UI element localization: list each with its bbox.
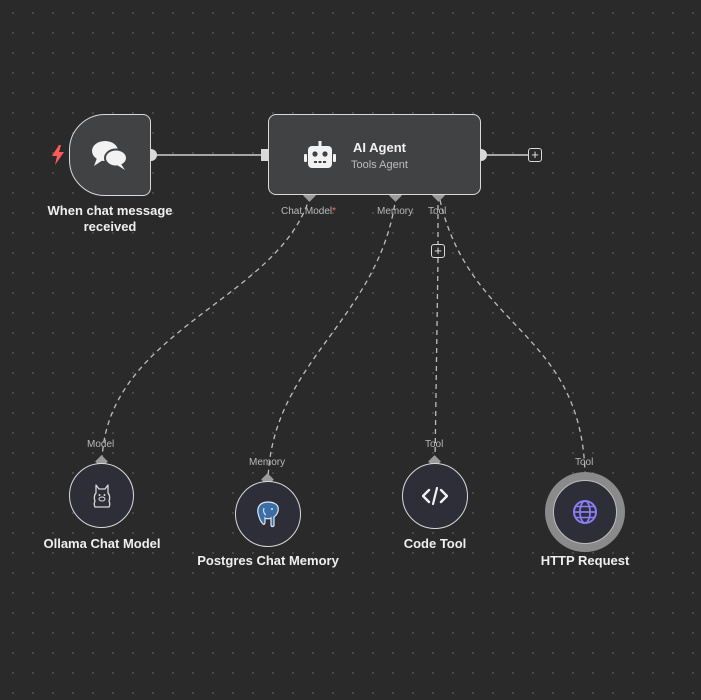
ollama-node-label: Ollama Chat Model <box>43 536 161 551</box>
chat-trigger-node[interactable] <box>69 114 151 196</box>
ai-agent-node[interactable]: AI Agent Tools Agent <box>268 114 481 195</box>
http-request-node[interactable] <box>553 480 617 544</box>
trigger-node-label: When chat message received <box>47 203 173 234</box>
memory-port-label: Memory <box>377 206 414 217</box>
code-port-label: Tool <box>425 439 444 450</box>
model-connection <box>101 195 311 463</box>
http-tool-connection <box>439 199 586 473</box>
code-tool-connection <box>434 257 439 463</box>
agent-subtitle: Tools Agent <box>351 159 408 171</box>
postgres-chat-memory-node[interactable] <box>235 481 301 547</box>
postgres-elephant-icon <box>257 501 279 528</box>
robot-icon <box>304 141 336 168</box>
code-tool-node[interactable] <box>402 463 468 529</box>
ollama-port-label: Model <box>87 439 115 450</box>
code-brackets-icon <box>422 487 448 505</box>
http-port-label: Tool <box>575 457 594 468</box>
globe-icon <box>573 500 597 524</box>
chat-bubbles-icon <box>92 141 128 170</box>
agent-title: AI Agent <box>353 140 406 155</box>
postgres-port-label: Memory <box>249 457 286 468</box>
ollama-chat-model-node[interactable] <box>69 463 134 528</box>
postgres-node-label: Postgres Chat Memory <box>197 553 339 568</box>
chat-model-port-label: Chat Model* <box>281 206 337 217</box>
http-request-node-label: HTTP Request <box>540 553 630 568</box>
add-tool-button[interactable]: + <box>431 244 445 258</box>
code-tool-node-label: Code Tool <box>403 536 467 551</box>
add-next-node-button[interactable]: + <box>528 148 542 162</box>
tool-port-label: Tool <box>428 206 447 217</box>
agent-input-handle[interactable] <box>261 149 268 161</box>
lightning-bolt-icon <box>52 145 64 165</box>
memory-connection <box>267 195 397 481</box>
llama-icon <box>93 483 110 508</box>
